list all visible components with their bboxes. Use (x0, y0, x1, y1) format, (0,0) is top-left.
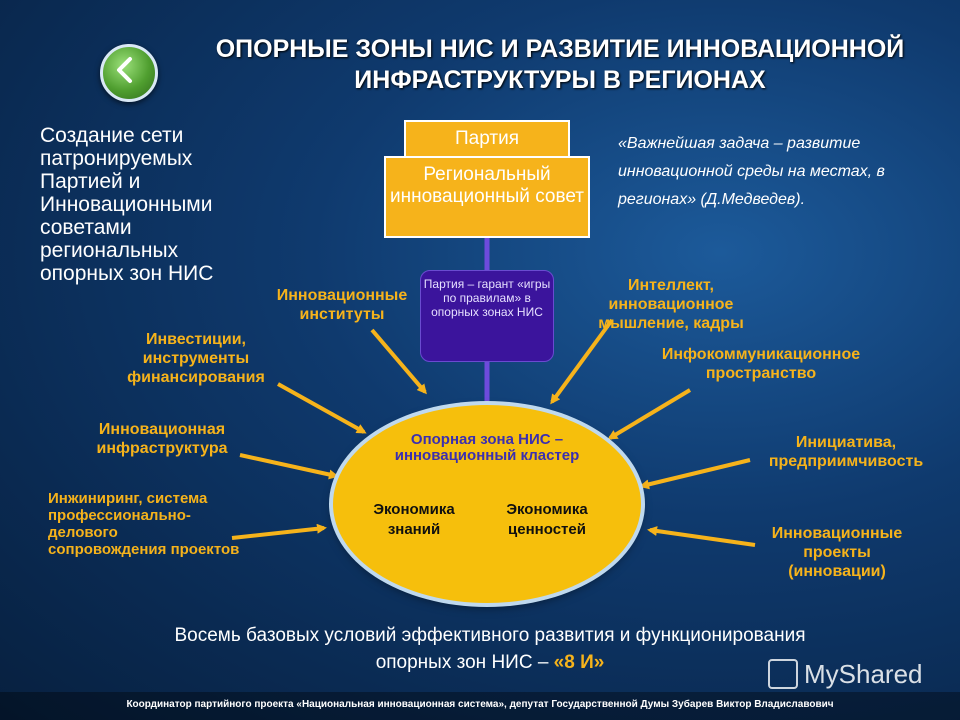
bottom-line-1: Восемь базовых условий эффективного разв… (174, 625, 806, 646)
watermark-text: MyShared (804, 659, 923, 689)
condition-investments: Инвестиции, инструменты финансирования (127, 331, 265, 386)
watermark-logo: MyShared (768, 656, 948, 692)
chevron-left-icon (117, 57, 132, 83)
condition-institutes: Инновационные институты (276, 287, 408, 323)
party-box: Партия (404, 120, 570, 158)
condition-intellect: Интеллект, инновационное мышление, кадры (598, 277, 744, 332)
bottom-line-2-prefix: опорных зон НИС – (375, 652, 549, 673)
arrow-institutes (370, 328, 427, 395)
title-line-1: ОПОРНЫЕ ЗОНЫ НИС И РАЗВИТИЕ ИННОВАЦИОННО… (215, 35, 905, 63)
title-line-2: ИНФРАСТРУКТУРЫ В РЕГИОНАХ (354, 66, 766, 94)
arrow-intellect (550, 318, 614, 405)
myshared-logo-icon (768, 659, 798, 689)
guarantee-box: Партия – гарант «игры по правилам» в опо… (420, 270, 554, 362)
page-title: ОПОРНЫЕ ЗОНЫ НИС И РАЗВИТИЕ ИННОВАЦИОННО… (180, 34, 940, 96)
condition-initiative: Инициатива, предприимчивость (768, 434, 924, 470)
condition-infrastructure: Инновационная инфраструктура (96, 421, 228, 457)
back-button[interactable] (100, 44, 158, 102)
arrow-infocomm (607, 388, 692, 440)
arrow-infrastructure (239, 453, 339, 480)
arrow-investments (277, 382, 367, 434)
condition-engineering: Инжиниринг, система профессионально-дело… (48, 490, 240, 558)
cluster-values-economy: Экономика ценностей (506, 501, 588, 538)
council-box: Региональный инновационный совет (384, 156, 590, 238)
condition-projects: Инновационные проекты (инновации) (771, 525, 903, 580)
quote-text: «Важнейшая задача – развитие инновационн… (618, 135, 885, 208)
bottom-line-2: опорных зон НИС – «8 И» (40, 649, 940, 676)
footer-text: Координатор партийного проекта «Национал… (126, 699, 834, 710)
arrow-engineering (231, 523, 327, 540)
bottom-caption: Восемь базовых условий эффективного разв… (40, 622, 940, 676)
bottom-line-2-highlight: «8 И» (553, 652, 605, 673)
footer-bar (0, 692, 960, 720)
arrow-projects (647, 526, 756, 547)
cluster-title: Опорная зона НИС – инновационный кластер (394, 431, 580, 464)
cluster-ellipse (333, 405, 641, 603)
cluster-knowledge-economy: Экономика знаний (373, 501, 455, 538)
condition-infocomm: Инфокоммуникационное пространство (661, 346, 861, 382)
arrow-initiative (639, 458, 751, 490)
left-description: Создание сети патронируемых Партией и Ин… (40, 124, 214, 285)
